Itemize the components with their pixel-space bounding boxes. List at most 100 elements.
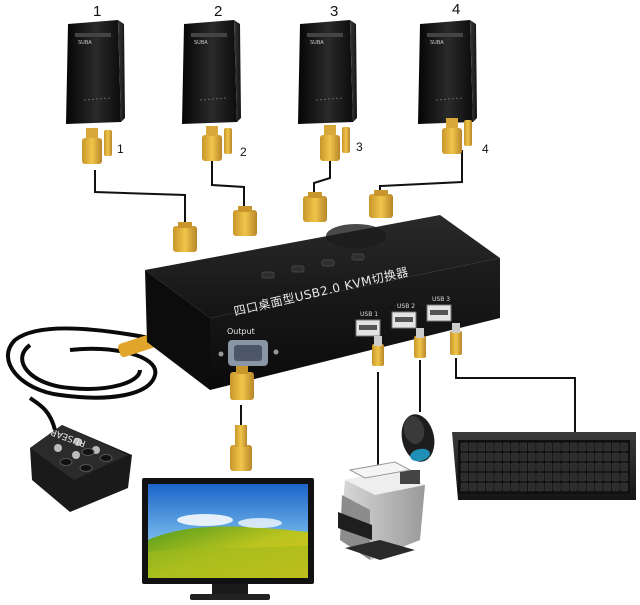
keyboard-key [603, 452, 611, 462]
keyboard-key [570, 472, 578, 482]
pc-tower-icon [182, 20, 241, 124]
keyboard-key [536, 452, 544, 462]
pc-tower-icon [298, 20, 357, 124]
keyboard-key [460, 482, 469, 492]
output-cables [240, 358, 576, 475]
keyboard-key [586, 462, 595, 472]
vga-connector-icon [320, 125, 350, 161]
keyboard-key [561, 442, 569, 452]
keyboard-key [578, 462, 586, 472]
keyboard-key [561, 452, 569, 462]
pc-tower-icon [418, 20, 477, 124]
keyboard-key [586, 452, 595, 462]
keyboard-key [502, 462, 511, 472]
keyboard-key [586, 482, 595, 492]
remote-cable [6, 326, 161, 431]
pc-label-3: 3 [330, 3, 339, 20]
keyboard-key [511, 462, 519, 472]
printer-icon [338, 461, 425, 560]
keyboard-key [486, 452, 494, 462]
keyboard-key [544, 452, 553, 462]
keyboard-key [477, 442, 485, 452]
keyboard-key [578, 482, 586, 492]
connector-label-4: 4 [482, 142, 489, 156]
vga-connector-icon [230, 425, 252, 471]
usb-connector-icon [414, 328, 426, 358]
keyboard-keys [460, 442, 628, 492]
keyboard-key [460, 462, 469, 472]
keyboard-key [536, 482, 544, 492]
keyboard-key [502, 472, 511, 482]
keyboard-key [570, 442, 578, 452]
tower-brand-label: SUBA [194, 40, 208, 46]
keyboard-key [511, 472, 519, 482]
keyboard-key [595, 452, 603, 462]
tower-brand-label: SUBA [78, 40, 92, 46]
keyboard-key [544, 472, 553, 482]
keyboard-key [553, 452, 561, 462]
keyboard-key [519, 462, 527, 472]
vga-connector-icon [303, 192, 327, 222]
keyboard-key [502, 452, 511, 462]
keyboard-key [477, 452, 485, 462]
keyboard-key [469, 472, 477, 482]
keyboard-key [612, 462, 620, 472]
keyboard-key [578, 472, 586, 482]
keyboard-key [561, 482, 569, 492]
keyboard-key [502, 442, 511, 452]
keyboard-key [477, 482, 485, 492]
keyboard-key [544, 442, 553, 452]
pc-label-4: 4 [452, 1, 461, 18]
usb-port-label-3: USB 3 [432, 296, 451, 303]
keyboard-key [620, 462, 628, 472]
keyboard-key [612, 482, 620, 492]
keyboard-key [519, 482, 527, 492]
keyboard-key [603, 462, 611, 472]
keyboard-key [494, 452, 502, 462]
vga-output-port [218, 340, 279, 366]
keyboard-key [595, 472, 603, 482]
keyboard-key [553, 482, 561, 492]
keyboard-key [460, 452, 469, 462]
keyboard-key [544, 482, 553, 492]
input-cables [94, 150, 463, 226]
keyboard-key [494, 482, 502, 492]
keyboard-key [469, 452, 477, 462]
keyboard-key [469, 482, 477, 492]
vga-connector-icon [82, 128, 112, 164]
keyboard-key [595, 462, 603, 472]
keyboard-key [511, 482, 519, 492]
keyboard-key [612, 472, 620, 482]
keyboard-key [586, 472, 595, 482]
keyboard-key [469, 462, 477, 472]
pc-label-2: 2 [214, 3, 223, 20]
keyboard-key [477, 472, 485, 482]
keyboard-key [502, 482, 511, 492]
keyboard-key [586, 442, 595, 452]
keyboard-key [595, 482, 603, 492]
keyboard-key [486, 482, 494, 492]
keyboard-key [603, 442, 611, 452]
keyboard-key [460, 442, 469, 452]
usb-ports [355, 304, 452, 337]
keyboard-icon [452, 432, 636, 500]
keyboard-key [544, 462, 553, 472]
keyboard-key [561, 462, 569, 472]
keyboard-key [528, 472, 536, 482]
keyboard-key [561, 472, 569, 482]
monitor-icon [142, 478, 314, 600]
connector-label-3: 3 [356, 140, 363, 154]
keyboard-key [477, 462, 485, 472]
keyboard-key [553, 442, 561, 452]
mouse-icon [401, 414, 435, 462]
usb-port-label-2: USB 2 [397, 303, 416, 310]
tower-brand-label: SUBA [430, 40, 444, 46]
keyboard-key [570, 482, 578, 492]
kvm-port-buttons [261, 253, 365, 279]
pc-tower-icon [66, 20, 125, 124]
keyboard-key [528, 482, 536, 492]
keyboard-key [603, 472, 611, 482]
vga-connector-icon [202, 126, 232, 161]
tower-brand-label: SUBA [310, 40, 324, 46]
